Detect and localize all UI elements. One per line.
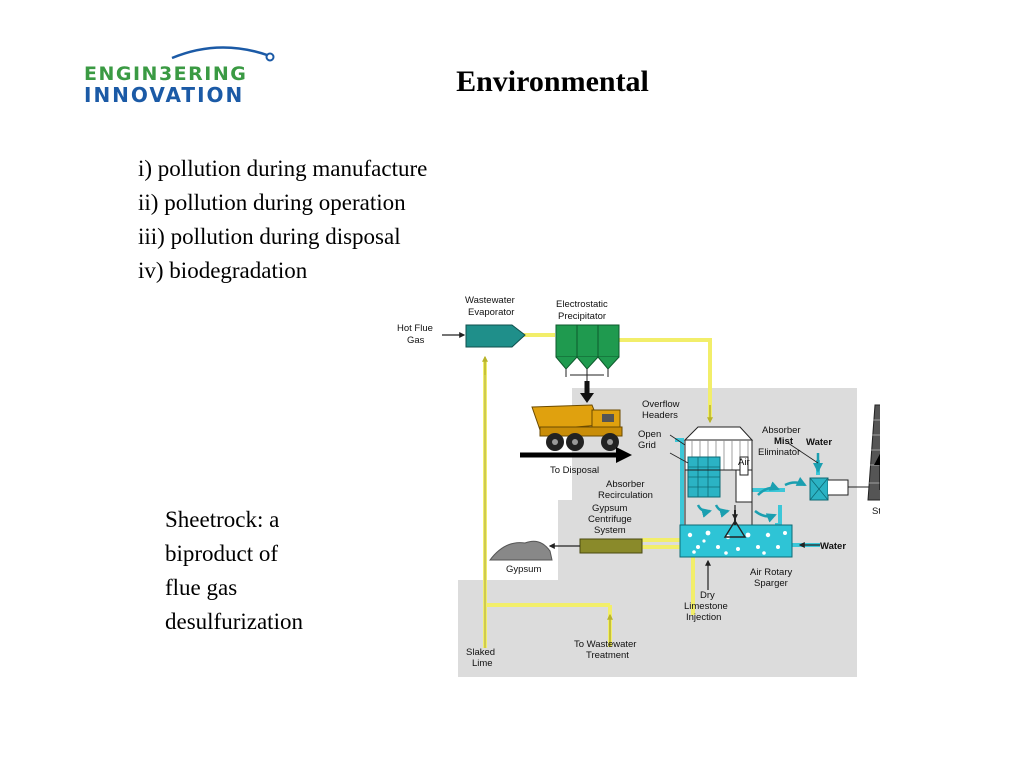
label-hot-flue-gas: Hot Flue — [397, 323, 433, 334]
label-dry-limestone-injection: Limestone — [684, 601, 728, 612]
gypsum-centrifuge — [579, 538, 643, 554]
gypsum-pile — [488, 540, 553, 561]
label-slaked-lime: Lime — [472, 658, 493, 669]
caption-line: Sheetrock: a — [165, 507, 280, 532]
logo-dot — [265, 52, 275, 62]
list-item: iii) pollution during disposal — [138, 224, 401, 249]
label-hot-flue-gas: Gas — [407, 335, 425, 346]
slide-title: Environmental — [456, 65, 649, 98]
absorber-vessel — [683, 426, 754, 528]
list-item: ii) pollution during operation — [138, 190, 406, 215]
mist-eliminator — [809, 477, 870, 501]
label-absorber-mist-eliminator: Absorber — [762, 425, 801, 436]
label-dry-limestone-injection: Injection — [686, 612, 721, 623]
list-item: iv) biodegradation — [138, 258, 308, 283]
pollution-list: i) pollution during manufacture ii) poll… — [138, 152, 427, 288]
label-overflow-headers: Headers — [642, 410, 678, 421]
caption-line: biproduct of — [165, 541, 279, 566]
label-absorber-recirculation: Absorber — [606, 479, 645, 490]
label-water-right: Water — [820, 541, 846, 552]
dump-truck-icon — [531, 404, 623, 451]
label-open-grid: Open — [638, 429, 661, 440]
leader-lines — [669, 434, 819, 464]
label-absorber-mist-eliminator: Mist — [774, 436, 794, 447]
label-slaked-lime: Slaked — [466, 647, 495, 658]
label-dry-limestone-injection: Dry — [700, 590, 715, 601]
label-air: Air — [738, 457, 750, 468]
label-stack: Stack — [872, 506, 880, 517]
logo-graphic: ENGIN3ERING INNOVATION — [84, 46, 275, 107]
label-overflow-headers: Overflow — [642, 399, 680, 410]
recirculation-arrows — [696, 453, 823, 523]
label-water-top: Water — [806, 437, 832, 448]
label-air-rotary-sparger: Sparger — [754, 578, 788, 589]
label-gypsum: Gypsum — [506, 564, 541, 575]
label-gypsum-centrifuge: Centrifuge — [588, 514, 632, 525]
process-svg: Hot Flue Gas Wastewater Evaporator Elect… — [397, 295, 896, 677]
engineering-innovation-logo: ENGIN3ERING INNOVATION — [80, 42, 285, 110]
caption-line: flue gas — [165, 575, 238, 600]
list-item: i) pollution during manufacture — [138, 156, 428, 181]
label-electrostatic-precipitator: Precipitator — [558, 311, 606, 322]
label-gypsum-centrifuge: System — [594, 525, 626, 536]
label-absorber-mist-eliminator: Eliminator — [758, 447, 800, 458]
label-absorber-recirculation: Recirculation — [598, 490, 653, 501]
fgd-process-diagram: Hot Flue Gas Wastewater Evaporator Elect… — [380, 285, 896, 685]
label-to-wastewater-treatment: Treatment — [586, 650, 629, 661]
label-wastewater-evaporator: Wastewater — [465, 295, 515, 306]
logo-line-2: INNOVATION — [84, 83, 244, 107]
absorber-tank — [679, 510, 793, 558]
logo-arc — [171, 46, 271, 60]
label-to-wastewater-treatment: To Wastewater — [574, 639, 636, 650]
electrostatic-precipitator — [555, 324, 620, 403]
caption-line: desulfurization — [165, 609, 303, 634]
wastewater-evaporator — [465, 324, 526, 348]
stack-icon — [867, 404, 896, 501]
sheetrock-caption: Sheetrock: a biproduct of flue gas desul… — [165, 503, 365, 639]
logo-line-1: ENGIN3ERING — [84, 63, 247, 85]
label-wastewater-evaporator: Evaporator — [468, 307, 514, 318]
label-gypsum-centrifuge: Gypsum — [592, 503, 627, 514]
to-disposal-arrow — [616, 447, 632, 463]
label-air-rotary-sparger: Air Rotary — [750, 567, 792, 578]
label-open-grid: Grid — [638, 440, 656, 451]
label-to-disposal: To Disposal — [550, 465, 599, 476]
label-electrostatic-precipitator: Electrostatic — [556, 299, 608, 310]
